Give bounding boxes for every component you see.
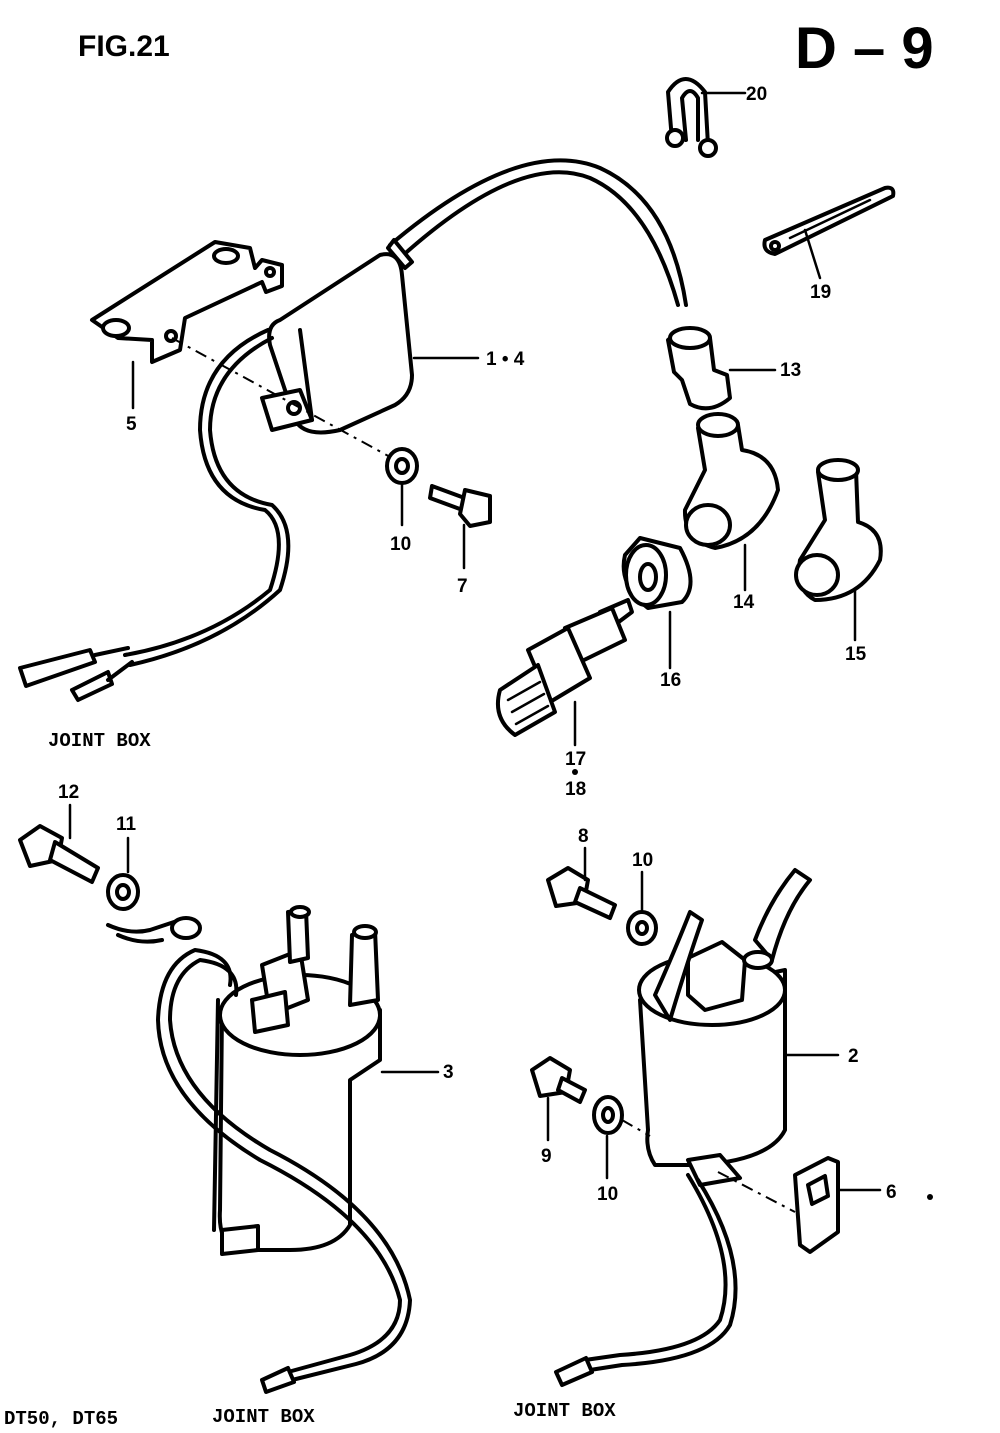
label-part-20: 20	[746, 84, 767, 105]
label-part-10-upper: 10	[390, 534, 411, 555]
ignition-coil-2	[554, 868, 840, 1387]
label-part-18: 18	[565, 779, 586, 800]
bolt-7	[428, 484, 492, 570]
label-part-7: 7	[457, 576, 468, 597]
plug-cap-14	[682, 412, 780, 592]
label-part-17: 17	[565, 749, 586, 770]
label-part-5: 5	[126, 414, 137, 435]
figure-code: D – 9	[795, 16, 934, 81]
caption-joint-box-upper: JOINT BOX	[48, 730, 151, 752]
ignition-coil-1-4	[18, 158, 688, 702]
figure-number: FIG.21	[78, 30, 170, 63]
label-part-6: 6	[886, 1182, 897, 1203]
clamp-6	[793, 1156, 933, 1254]
label-part-10-right: 10	[632, 850, 653, 871]
caption-joint-box-left: JOINT BOX	[212, 1406, 315, 1428]
caption-models: DT50, DT65	[4, 1408, 118, 1430]
plug-cap-15	[794, 458, 883, 642]
label-part-15: 15	[845, 644, 867, 665]
label-part-14: 14	[733, 592, 755, 613]
ignition-coil-3	[106, 905, 440, 1394]
dot-icon	[572, 769, 578, 775]
strap-19	[762, 185, 896, 280]
label-part-12: 12	[58, 782, 79, 803]
label-part-9: 9	[541, 1146, 552, 1167]
label-part-16: 16	[660, 670, 681, 691]
label-part-2: 2	[848, 1046, 859, 1067]
label-part-11: 11	[116, 814, 137, 835]
washer-10-lower	[592, 1095, 624, 1180]
caption-joint-box-right: JOINT BOX	[513, 1400, 616, 1422]
washer-10-right	[626, 870, 658, 946]
label-part-10-lower: 10	[597, 1184, 618, 1205]
rubber-ring-16	[621, 536, 693, 670]
label-part-19: 19	[810, 282, 831, 303]
label-part-8: 8	[578, 826, 589, 847]
washer-11	[106, 836, 140, 911]
bracket-5	[90, 240, 284, 410]
bolt-8	[546, 846, 617, 920]
bolt-12	[18, 803, 100, 884]
label-part-13: 13	[780, 360, 801, 381]
label-part-1-4: 1 • 4	[486, 349, 525, 370]
washer-10-upper	[385, 447, 419, 527]
plug-boot-13	[666, 326, 777, 411]
spark-plug-17-18	[495, 598, 634, 775]
label-part-3: 3	[443, 1062, 454, 1083]
wire-clip-20	[665, 77, 747, 158]
bolt-9	[530, 1056, 587, 1142]
